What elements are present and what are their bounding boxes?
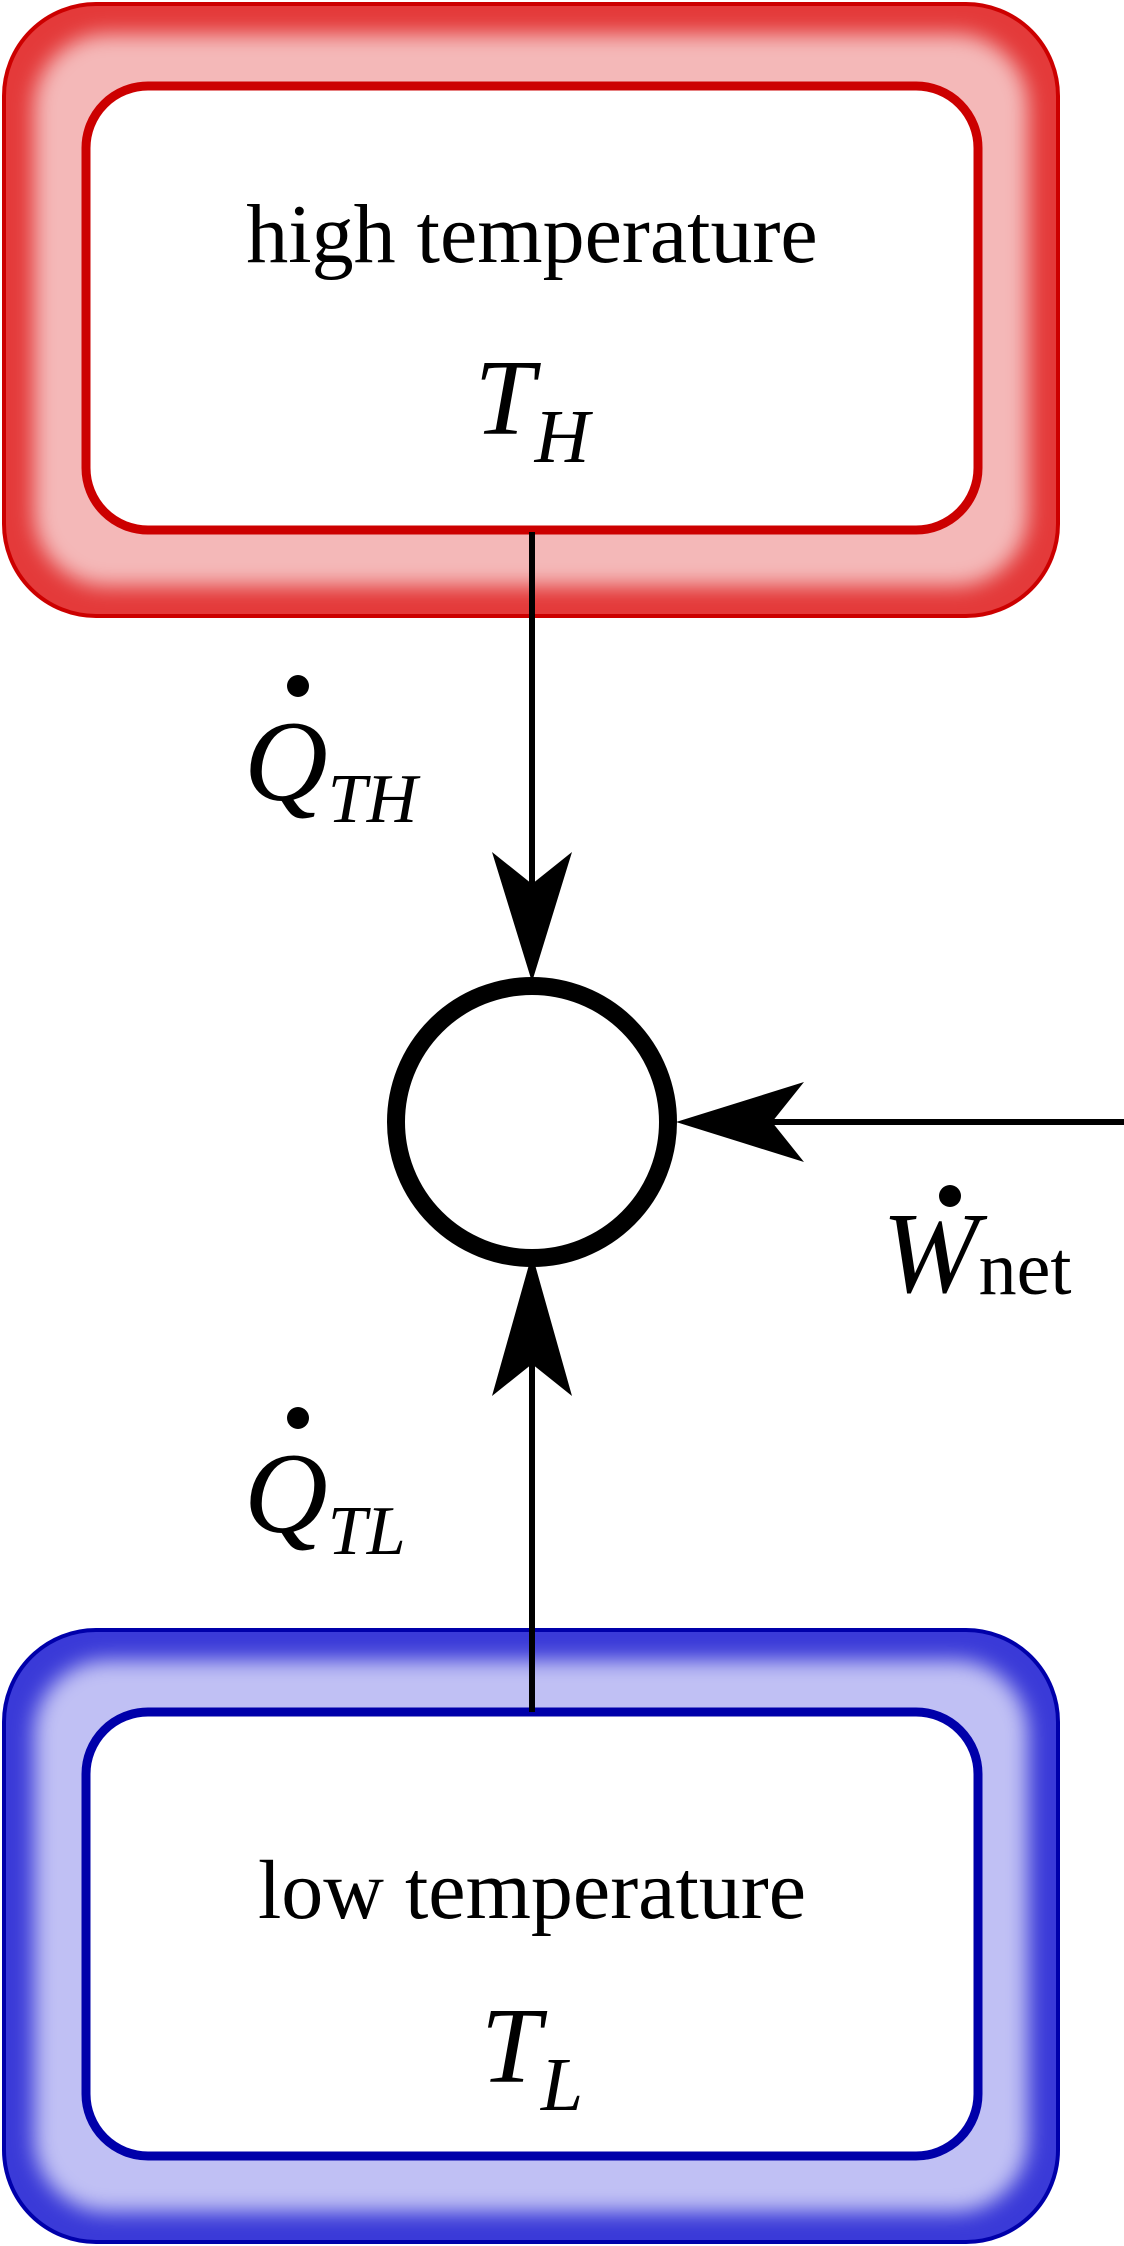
svg-text:Wnet: Wnet [882,1190,1072,1318]
heat-flow-hot-arrow [492,532,572,982]
work-dot [939,1185,961,1207]
cold-reservoir: low temperature TL [2,1628,1060,2244]
svg-text:QTH: QTH [244,698,421,838]
cold-reservoir-label: low temperature [258,1844,806,1937]
heat-hot-label: QTH [244,675,421,838]
heat-flow-cold-arrow [492,1254,572,1712]
heat-flow-hot-arrowhead [492,852,572,982]
work-input-arrow [676,1082,1124,1162]
heat-flow-cold-arrowhead [492,1254,572,1396]
work-label: Wnet [882,1185,1072,1318]
hot-reservoir-label: high temperature [246,188,817,281]
svg-text:QTL: QTL [244,1430,406,1570]
hot-reservoir-symbol: TH [475,339,594,479]
heat-cold-label: QTL [244,1407,406,1570]
hot-reservoir-inner-box [81,81,983,535]
heat-engine-circle [387,977,677,1267]
heat-hot-dot [287,675,309,697]
cold-reservoir-symbol: TL [481,1987,583,2127]
work-input-arrowhead [676,1082,804,1162]
heat-cold-dot [287,1407,309,1429]
hot-reservoir: high temperature TH [2,2,1060,618]
